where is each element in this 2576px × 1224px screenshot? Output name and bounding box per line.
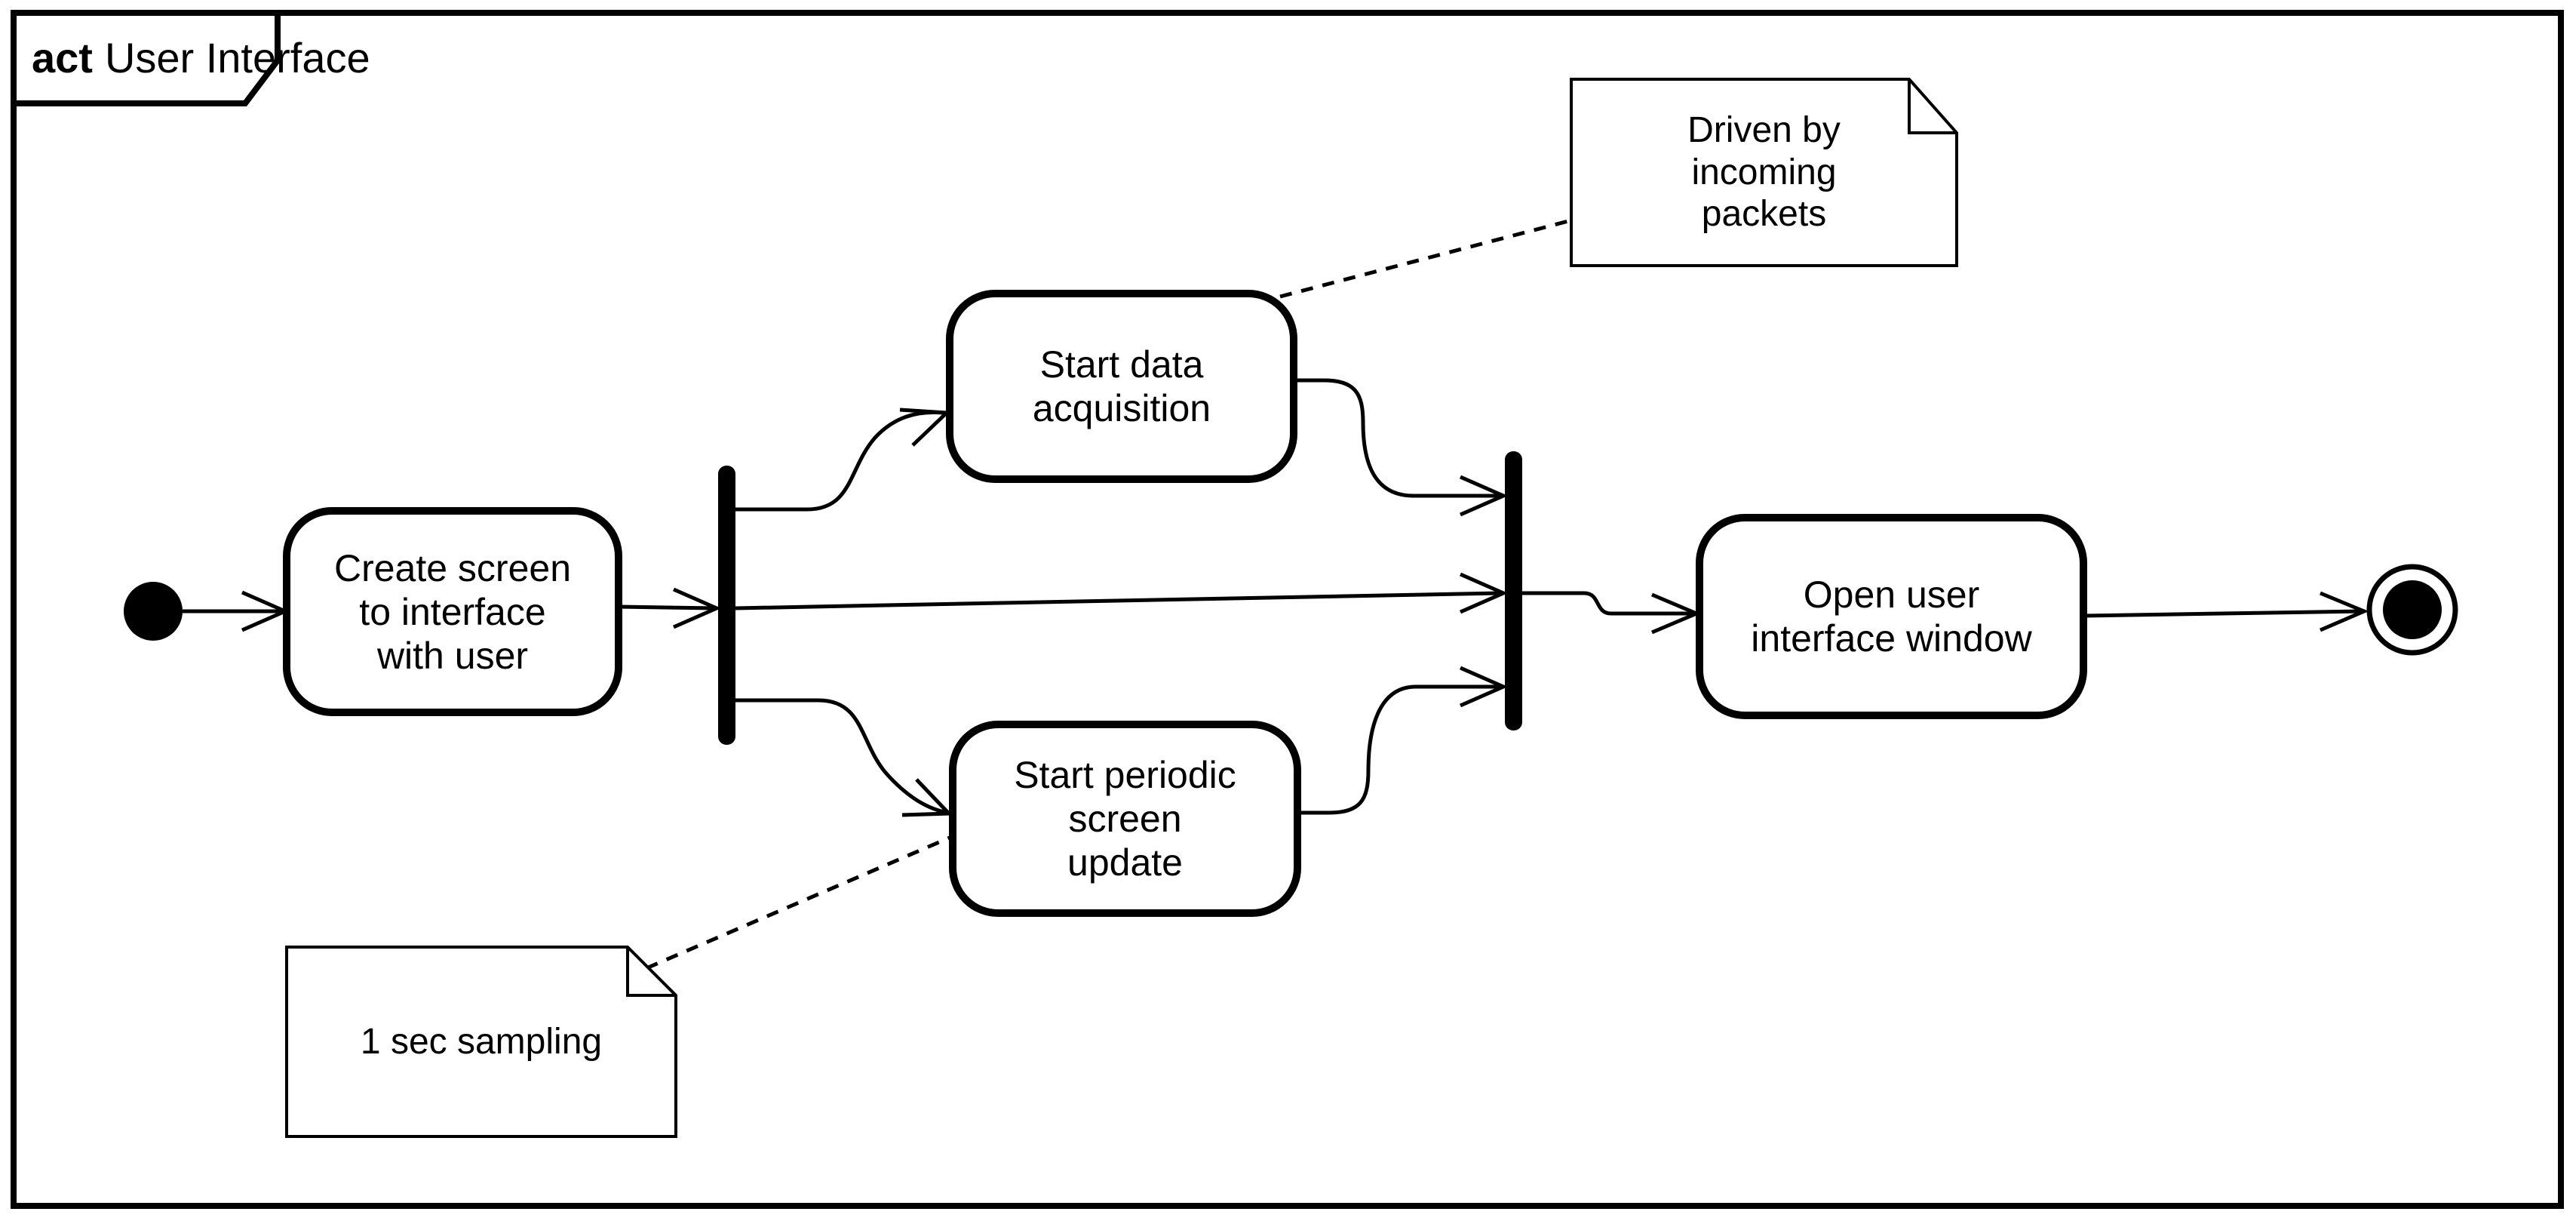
edge-create-screen-to-fork [618,587,722,629]
activity-start-data [946,290,1297,483]
edge-join-to-open-window [1522,591,1702,635]
frame-border [11,10,2564,1209]
edge-fork-to-start-data [735,407,951,512]
initial-node [124,582,183,641]
note-driven-by [1570,78,1958,267]
arrowhead [1459,475,1509,517]
edge-fork-to-start-periodic [735,698,953,817]
note-anchor-driven-by [1279,218,1572,299]
arrowhead [672,587,722,629]
edge-start-periodic-to-join [1297,666,1509,815]
activity-start-periodic [949,721,1301,917]
note-fold-icon [626,947,676,997]
frame-title-text: User Interface [104,33,370,81]
arrowhead [1459,572,1509,614]
arrowhead [1459,666,1509,708]
frame-keyword: act [32,33,93,81]
note-anchor-sampling [646,835,950,970]
arrowhead [2320,591,2369,632]
edge-initial-to-create-screen [183,590,290,632]
activity-create-screen [283,507,622,716]
activity-open-window [1696,514,2087,719]
edge-open-window-to-final [2083,591,2369,632]
edge-fork-to-join [735,572,1509,614]
activity-final-node [2366,564,2458,656]
join-bar [1505,451,1522,730]
edge-start-data-to-join [1294,378,1509,517]
note-fold-icon [1908,79,1957,134]
note-sampling [285,946,677,1138]
frame-title: act User Interface [32,13,370,102]
frame-title-tab [11,10,281,106]
fork-bar [718,466,735,745]
